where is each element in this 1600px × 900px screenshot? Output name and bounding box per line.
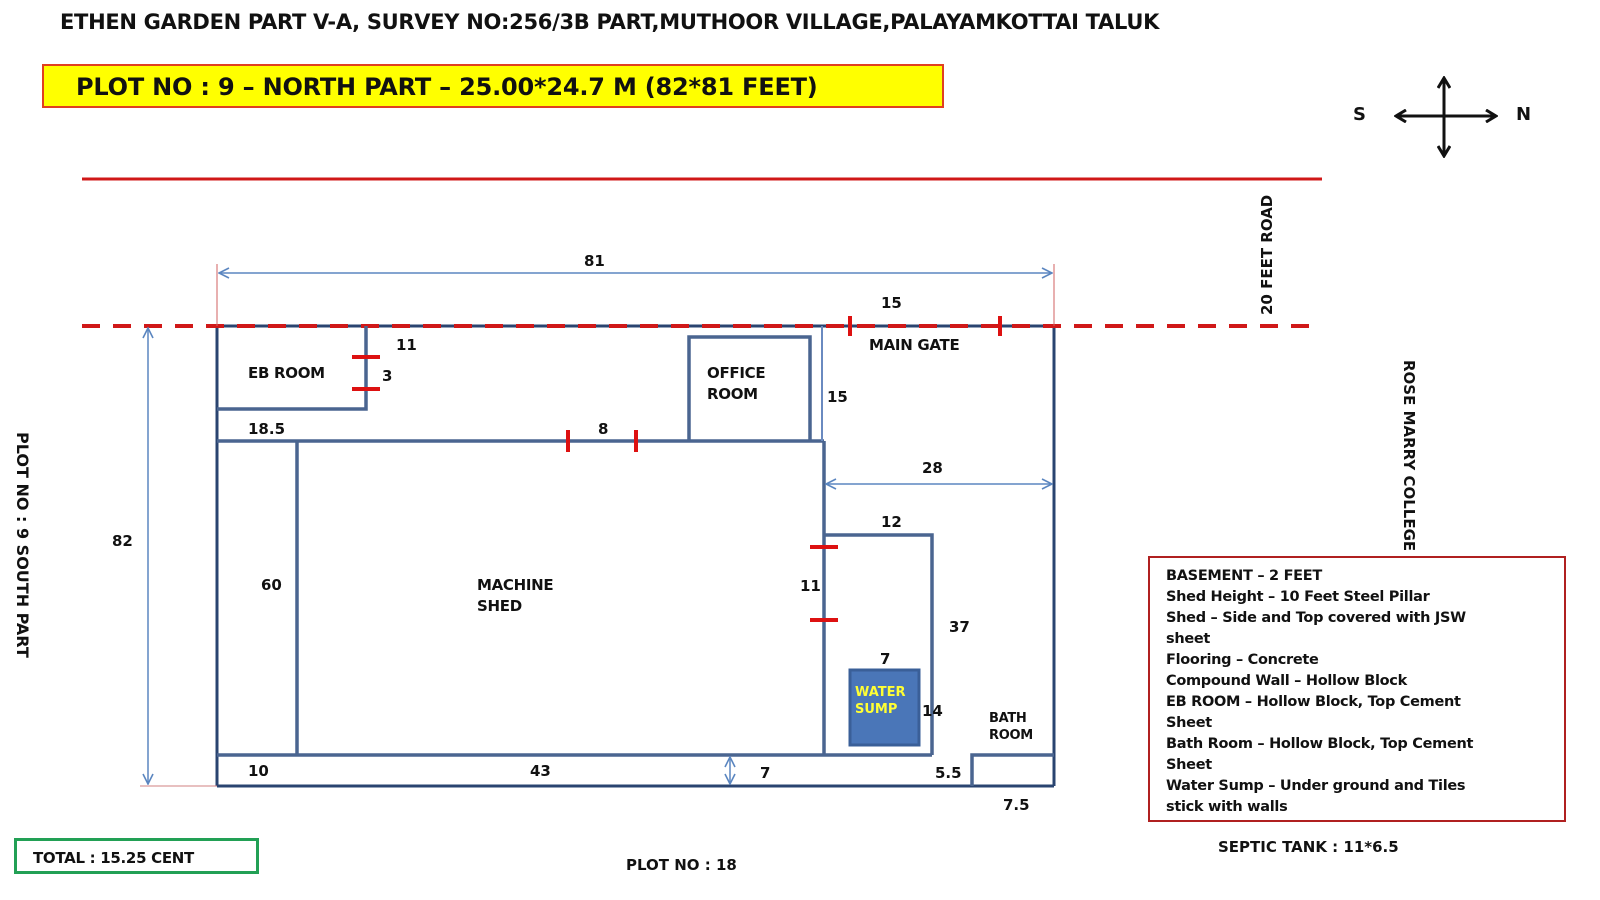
note-line: Shed Height – 10 Feet Steel Pillar xyxy=(1166,589,1430,605)
dim-office-side: 15 xyxy=(827,388,848,406)
note-line: sheet xyxy=(1166,631,1211,647)
machine-shed-label-2: SHED xyxy=(477,597,522,615)
dim-open-area-width: 28 xyxy=(922,459,943,477)
road-label: 20 FEET ROAD xyxy=(1258,194,1276,315)
total-area-text: TOTAL : 15.25 CENT xyxy=(33,849,194,867)
dim-left-column: 60 xyxy=(261,576,282,594)
dim-bath-width: 7.5 xyxy=(1003,796,1030,814)
note-line: Bath Room – Hollow Block, Top Cement xyxy=(1166,736,1474,752)
dim-inner-door: 11 xyxy=(800,577,821,595)
dim-inner-block-depth: 37 xyxy=(949,618,970,636)
main-gate-label: MAIN GATE xyxy=(869,336,960,354)
dim-bottom-left: 10 xyxy=(248,762,269,780)
machine-shed-label-1: MACHINE xyxy=(477,576,554,594)
dim-shed-door: 8 xyxy=(598,420,609,438)
plot-banner: PLOT NO : 9 – NORTH PART – 25.00*24.7 M … xyxy=(42,64,944,108)
note-line: Flooring – Concrete xyxy=(1166,652,1319,668)
dim-bottom-gap: 7 xyxy=(760,764,771,782)
dim-eb-door: 3 xyxy=(382,367,393,385)
compass-south-label: S xyxy=(1353,104,1366,125)
water-sump-label-1: WATER xyxy=(855,685,906,700)
note-line: Water Sump – Under ground and Tiles xyxy=(1166,778,1466,794)
construction-notes: BASEMENT – 2 FEET Shed Height – 10 Feet … xyxy=(1148,556,1566,822)
water-sump-label-2: SUMP xyxy=(855,702,898,717)
bath-room-label-2: ROOM xyxy=(989,728,1033,743)
note-line: Compound Wall – Hollow Block xyxy=(1166,673,1407,689)
east-neighbor-label: ROSE MARRY COLLEGE xyxy=(1400,360,1418,552)
septic-tank-label: SEPTIC TANK : 11*6.5 xyxy=(1218,838,1399,856)
dim-overall-depth: 82 xyxy=(112,532,133,550)
office-room-label-1: OFFICE xyxy=(707,364,766,382)
note-line: Shed – Side and Top covered with JSW xyxy=(1166,610,1466,626)
note-line: Sheet xyxy=(1166,757,1212,773)
document-title: ETHEN GARDEN PART V-A, SURVEY NO:256/3B … xyxy=(60,10,1160,34)
dim-bottom-mid: 43 xyxy=(530,762,551,780)
eb-room-label: EB ROOM xyxy=(248,364,325,382)
bath-room-label-1: BATH xyxy=(989,711,1027,726)
plot-banner-text: PLOT NO : 9 – NORTH PART – 25.00*24.7 M … xyxy=(76,73,818,101)
total-area-box: TOTAL : 15.25 CENT xyxy=(14,838,259,874)
dim-inner-block-width: 12 xyxy=(881,513,902,531)
note-line: BASEMENT – 2 FEET xyxy=(1166,568,1322,584)
office-room-label-2: ROOM xyxy=(707,385,758,403)
dim-eb-room-length: 11 xyxy=(396,336,417,354)
water-sump xyxy=(848,668,921,747)
dim-sump-depth: 14 xyxy=(922,702,943,720)
dim-bath-offset: 5.5 xyxy=(935,764,962,782)
dim-left-strip: 18.5 xyxy=(248,420,286,438)
dim-sump-width: 7 xyxy=(880,650,891,668)
bottom-neighbor-label: PLOT NO : 18 xyxy=(626,856,737,874)
compass-north-label: N xyxy=(1516,104,1532,125)
note-line: EB ROOM – Hollow Block, Top Cement xyxy=(1166,694,1461,710)
dim-overall-width: 81 xyxy=(584,252,605,270)
dim-gate-width: 15 xyxy=(881,294,902,312)
note-line: Sheet xyxy=(1166,715,1212,731)
compass-icon xyxy=(1396,78,1496,156)
south-neighbor-label: PLOT NO : 9 SOUTH PART xyxy=(13,432,32,658)
note-line: stick with walls xyxy=(1166,799,1288,815)
